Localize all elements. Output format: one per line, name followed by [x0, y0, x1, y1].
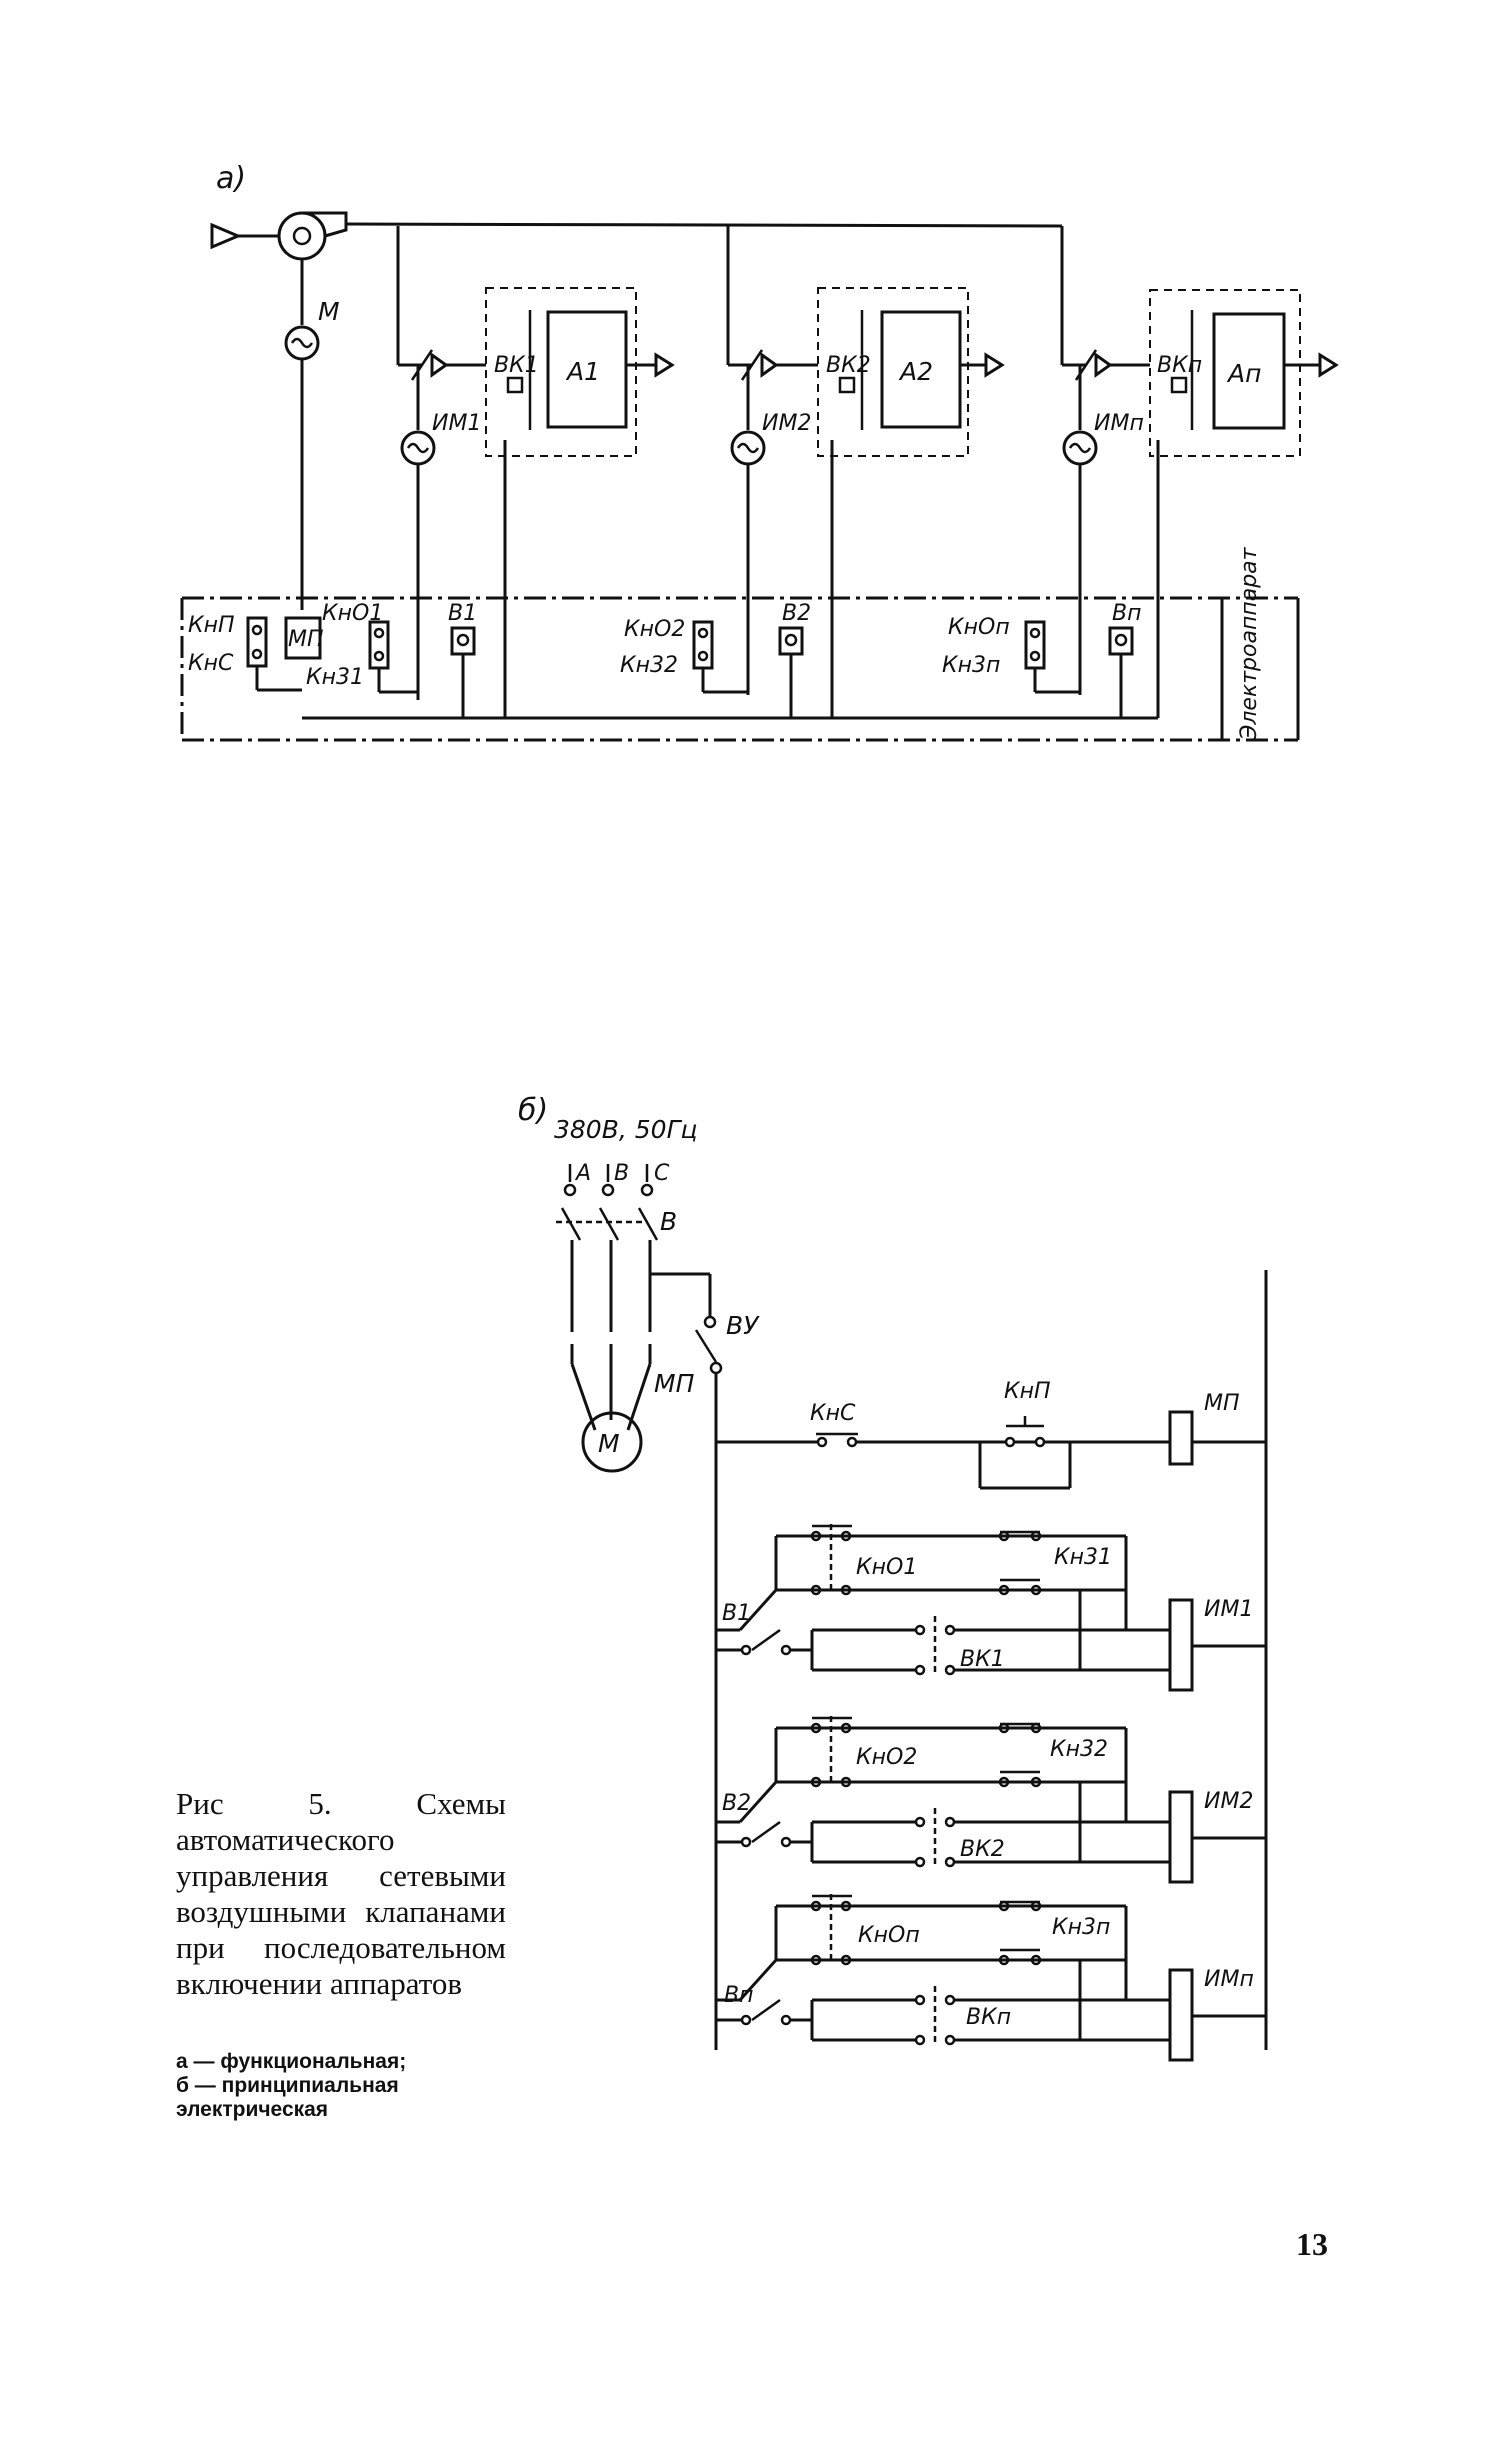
close-button-n-b-label: Кн3п [1052, 1915, 1110, 1940]
start-button-b-label: КнП [1004, 1379, 1051, 1404]
switch-2-b-label: В2 [722, 1791, 751, 1816]
fan-icon [210, 211, 348, 261]
starter-coil-label: МП [1204, 1391, 1240, 1416]
switch-n-b-label: Вп [724, 1983, 753, 2008]
actuator-1-label: ИМ1 [432, 411, 481, 436]
apparatus-1-enclosure [485, 287, 637, 457]
functional-diagram: а) М А1 ВК1 ИМ1 [180, 161, 1339, 742]
phase-terminals: А В С [563, 1161, 670, 1197]
page-number: 13 [1296, 2226, 1328, 2262]
svg-text:С: С [654, 1161, 670, 1186]
main-duct [345, 222, 1063, 228]
contactor-label: МП [654, 1369, 695, 1398]
damper-2-icon [740, 349, 764, 381]
figure-caption: Рис 5. Схемы автоматического управления … [176, 1786, 506, 2001]
apparatus-1-label: А1 [565, 357, 600, 386]
coil-1-label: ИМ1 [1204, 1597, 1253, 1622]
unit-n: Ап ВКп ИМп [1060, 226, 1339, 718]
switch-n-label: Вп [1112, 601, 1141, 626]
supply-label: 380В, 50Гц [554, 1115, 698, 1144]
switch-1-b-label: В1 [722, 1601, 751, 1626]
apparatus-n-enclosure [1149, 289, 1301, 457]
diagram-b-label: б) [518, 1093, 548, 1128]
open-button-n-label: КнОп [948, 615, 1010, 640]
stop-button-label: КнС [188, 651, 234, 676]
limit-n-b-label: ВКп [966, 2005, 1011, 2030]
starter-label: МП [288, 627, 324, 652]
limit-switch-1-label: ВК1 [494, 353, 539, 378]
stop-button-b-label: КнС [810, 1401, 856, 1426]
control-switch [694, 1329, 718, 1363]
damper-1-icon [410, 349, 434, 381]
close-button-1-label: Кн31 [306, 665, 364, 690]
actuator-n-label: ИМп [1094, 411, 1144, 436]
apparatus-2 [880, 310, 962, 429]
open-button-1-b-label: КнО1 [856, 1555, 917, 1580]
page: а) М А1 ВК1 ИМ1 [176, 161, 1339, 2262]
apparatus-2-enclosure [817, 287, 969, 457]
breaker: В [556, 1207, 677, 1241]
motor-b-label: М [598, 1429, 620, 1458]
unit-1: А1 ВК1 ИМ1 [396, 226, 675, 718]
apparatus-2-label: А2 [898, 357, 933, 386]
actuator-2-label: ИМ2 [762, 411, 811, 436]
close-button-2-b-label: Кн32 [1050, 1737, 1108, 1762]
coil-2-label: ИМ2 [1204, 1789, 1253, 1814]
close-button-2-label: Кн32 [620, 653, 678, 678]
coil-n [1168, 1968, 1194, 2062]
control-panel: Электроаппарат КнП КнС МП КнО1 Кн31 В1 К… [180, 546, 1300, 742]
legend-item-a: а — функциональная; [176, 2050, 407, 2073]
svg-text:В: В [614, 1161, 629, 1186]
starter-rung: КнС КнП МП [716, 1379, 1266, 1490]
rung-1: КнО1 Кн31 В1 ВК1 ИМ1 [716, 1524, 1266, 1692]
diagram-a-label: а) [216, 161, 246, 196]
motor-icon: М [581, 1411, 643, 1473]
limit-1-b-label: ВК1 [960, 1647, 1005, 1672]
limit-switch-2-label: ВК2 [826, 353, 871, 378]
limit-switch-n-label: ВКп [1157, 353, 1202, 378]
figure-legend: а — функциональная; б — принципиальная э… [176, 2050, 536, 2122]
open-button-n-b-label: КнОп [858, 1923, 920, 1948]
starter-coil [1168, 1410, 1194, 1466]
legend-item-b: б — принципиальная электрическая [176, 2074, 399, 2121]
open-button-2-label: КнО2 [624, 617, 685, 642]
close-button-n-label: Кн3п [942, 653, 1000, 678]
svg-text:А: А [574, 1161, 591, 1186]
open-button-2-b-label: КнО2 [856, 1745, 917, 1770]
close-button-1-b-label: Кн31 [1054, 1545, 1112, 1570]
motor-label: М [318, 297, 340, 326]
switch-1-label: В1 [448, 601, 477, 626]
rung-2: КнО2 Кн32 В2 ВК2 ИМ2 [716, 1716, 1266, 1884]
rung-n: КнОп Кн3п Вп ВКп ИМп [716, 1894, 1266, 2062]
starter-box [284, 616, 322, 660]
electrical-diagram: б) 380В, 50Гц А В С В МП М [518, 1093, 1268, 2050]
switch-n [1108, 626, 1134, 656]
switch-2 [778, 626, 804, 656]
panel-side-label: Электроаппарат [1237, 546, 1262, 741]
apparatus-1 [546, 310, 628, 429]
motor-icon [284, 325, 320, 361]
unit-2: А2 ВК2 ИМ2 [726, 226, 1005, 718]
start-button-label: КнП [188, 613, 235, 638]
apparatus-n-label: Ап [1226, 359, 1261, 388]
switch-2-label: В2 [782, 601, 811, 626]
limit-2-b-label: ВК2 [960, 1837, 1005, 1862]
contactor: МП [570, 1344, 695, 1431]
breaker-label: В [660, 1207, 677, 1236]
control-switch-label: ВУ [726, 1311, 760, 1340]
apparatus-n [1212, 312, 1286, 430]
coil-n-label: ИМп [1204, 1967, 1254, 1992]
switch-1 [450, 626, 476, 656]
